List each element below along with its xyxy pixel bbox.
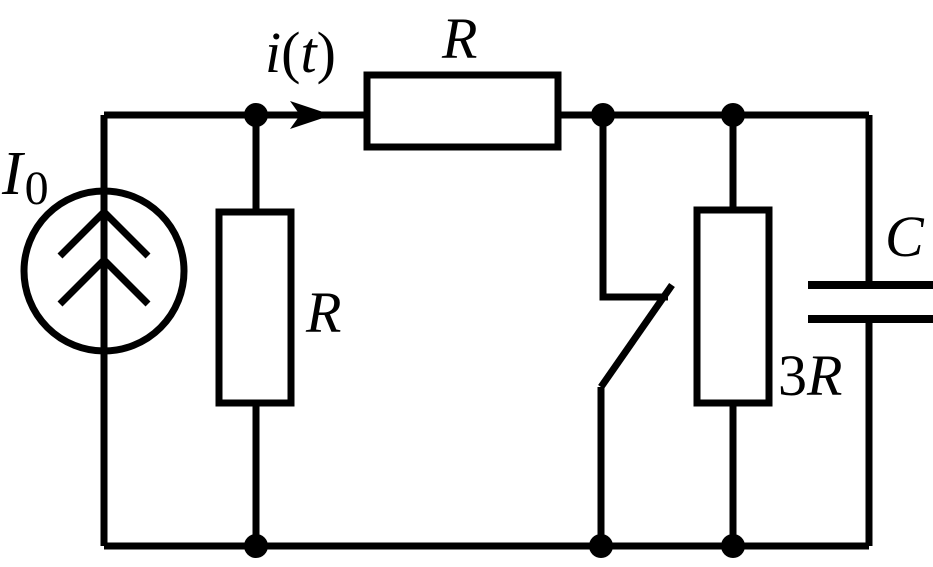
current-arrow-icon <box>290 101 332 129</box>
right-resistor-label-coefficient: 3 <box>778 343 807 408</box>
source-label: I0 <box>1 140 49 215</box>
junction-dot <box>721 534 745 558</box>
right-resistor <box>693 206 773 407</box>
junction-dot <box>721 103 745 127</box>
junction-dot <box>244 534 268 558</box>
current-label: i(t) <box>265 20 336 85</box>
junction-dot <box>589 534 613 558</box>
current-label-open-paren: ( <box>281 20 300 85</box>
current-label-argument: t <box>300 20 318 85</box>
junction-dot <box>591 103 615 127</box>
series-resistor-label: R <box>441 6 477 71</box>
series-resistor <box>363 71 562 151</box>
right-resistor-label: 3R <box>778 343 842 408</box>
shunt-resistor <box>215 208 295 407</box>
current-source <box>20 187 188 355</box>
shunt-resistor-label: R <box>305 280 341 345</box>
current-source-chevron-lower <box>57 255 151 307</box>
right-resistor-label-symbol: R <box>806 343 842 408</box>
current-source-chevron-upper <box>57 207 151 259</box>
source-label-symbol: I <box>1 140 26 208</box>
capacitor <box>808 281 933 323</box>
current-label-close-paren: ) <box>317 20 336 85</box>
source-label-subscript: 0 <box>25 162 49 215</box>
capacitor-label: C <box>885 204 925 269</box>
switch-blade <box>598 283 675 389</box>
junctions <box>244 103 745 558</box>
switch-wire-top <box>599 115 668 301</box>
current-label-symbol: i <box>265 20 281 85</box>
junction-dot <box>244 103 268 127</box>
